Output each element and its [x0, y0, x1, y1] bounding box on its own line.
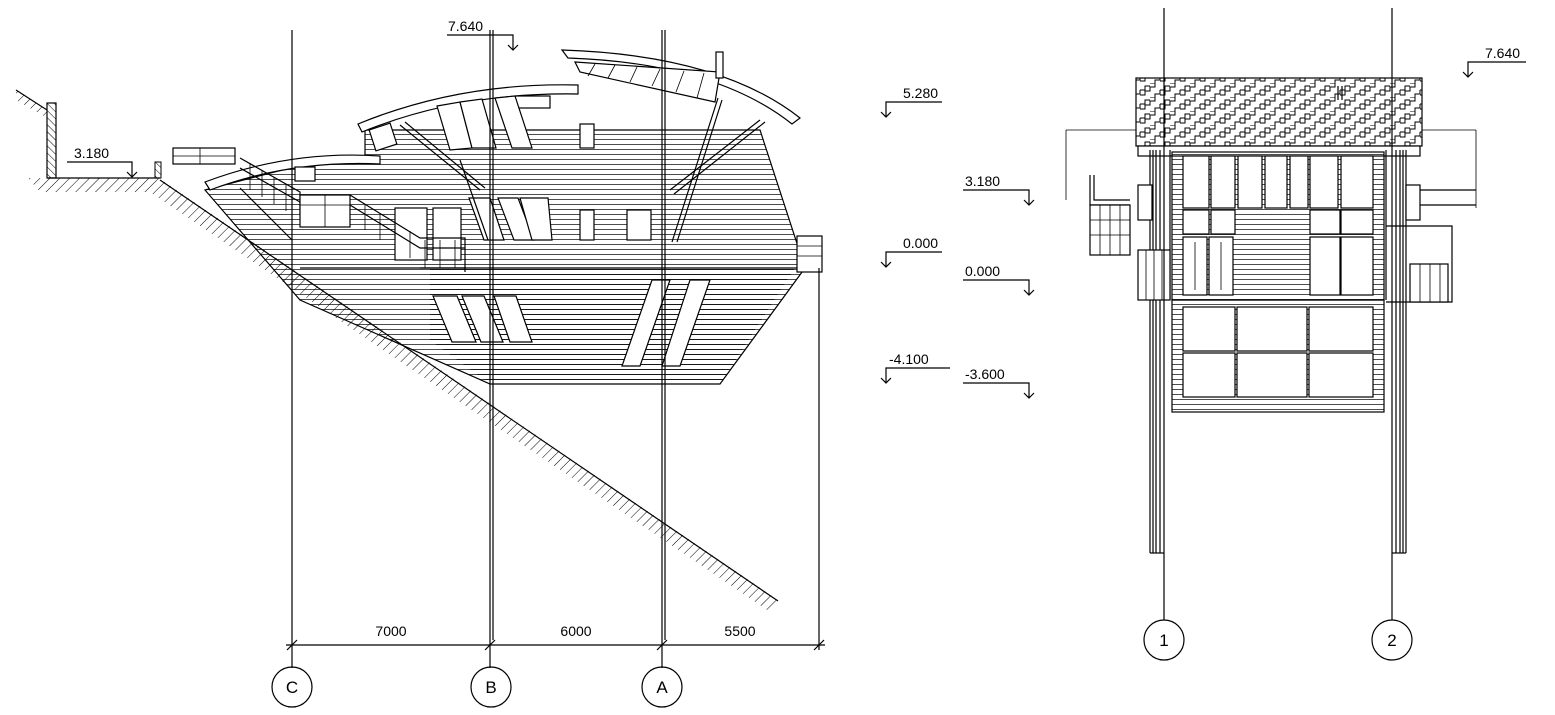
level-front-terrace: 3.180 [965, 173, 1000, 189]
dimension-c-b: 7000 [375, 623, 406, 639]
dimension-b-a: 6000 [560, 623, 591, 639]
level-side-terrace: 3.180 [74, 145, 109, 161]
roof-middle [357, 84, 579, 133]
axis-label-a: A [656, 678, 668, 697]
level-side-roof-upper: 5.280 [903, 85, 938, 101]
front-upper-windows [1182, 155, 1374, 296]
side-elevation: 7000 6000 5500 C B A 7.640 5.280 3.180 0… [15, 18, 950, 708]
upper-windows [394, 95, 652, 261]
roof-struts [239, 97, 766, 243]
axis-label-2: 2 [1387, 631, 1396, 650]
dimension-a-end: 5500 [724, 623, 755, 639]
front-elevation: 1 2 7.640 3.180 0.000 -3.600 [963, 8, 1526, 661]
front-lower-windows [1182, 306, 1374, 398]
terrace-ground-hatch [28, 178, 160, 192]
entrance-stairs [172, 147, 823, 273]
axis-label-b: B [485, 678, 496, 697]
level-markers-front: 7.640 3.180 0.000 -3.600 [963, 45, 1526, 399]
axis-bubbles-side: C B A [271, 666, 683, 708]
level-side-ridge: 7.640 [448, 18, 483, 34]
level-front-ridge: 7.640 [1485, 45, 1520, 61]
grid-axes-side [291, 30, 820, 668]
level-markers-side: 7.640 5.280 3.180 0.000 -4.100 [67, 18, 950, 384]
roof-lower [204, 154, 381, 191]
roof-upper [560, 49, 801, 125]
retaining-wall [46, 102, 57, 179]
level-front-ground: 0.000 [965, 263, 1000, 279]
chimney [715, 51, 724, 79]
lower-windows [432, 279, 711, 367]
dimension-line: 7000 6000 5500 [286, 623, 825, 651]
level-side-bottom: -4.100 [889, 351, 929, 367]
front-balconies [1089, 175, 1476, 303]
grid-axes-front: 1 2 [1143, 8, 1413, 661]
axis-label-c: C [286, 678, 298, 697]
level-front-bottom: -3.600 [965, 366, 1005, 382]
roof-window-strip [294, 61, 721, 182]
level-side-ground: 0.000 [903, 235, 938, 251]
axis-label-1: 1 [1159, 631, 1168, 650]
roof-tiled [1135, 77, 1423, 147]
